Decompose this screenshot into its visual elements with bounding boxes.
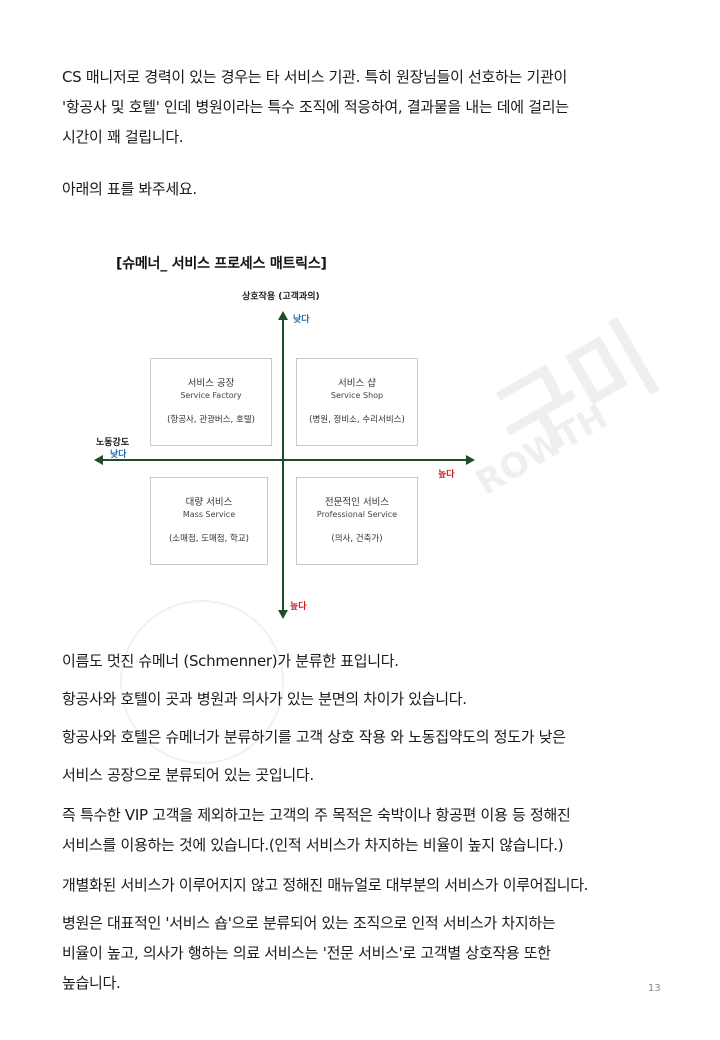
body-paragraph-6: 개별화된 서비스가 이루어지지 않고 정해진 매뉴얼로 대부분의 서비스가 이루…	[62, 876, 589, 894]
body-paragraph-4: 서비스 공장으로 분류되어 있는 곳입니다.	[62, 766, 314, 784]
x-axis-label: 노동강도	[96, 438, 130, 448]
quadrant-professional-service: 전문적인 서비스 Professional Service (의사, 건축가)	[296, 477, 418, 565]
body-paragraph-1: 이름도 멋진 슈메너 (Schmenner)가 분류한 표입니다.	[62, 652, 399, 670]
arrow-down-icon	[278, 610, 288, 619]
intro-line: '항공사 및 호텔' 인데 병원이라는 특수 조직에 적응하여, 결과물을 내는…	[62, 98, 569, 116]
y-axis-label: 상호작용 (고객과의)	[242, 292, 320, 302]
body-line: 병원은 대표적인 '서비스 숍'으로 분류되어 있는 조직으로 인적 서비스가 …	[62, 914, 556, 932]
quadrant-subtitle: Professional Service	[316, 510, 398, 519]
quadrant-title: 서비스 샵	[338, 378, 376, 389]
arrow-up-icon	[278, 311, 288, 320]
quadrant-title: 서비스 공장	[187, 378, 235, 389]
body-paragraph-5: 즉 특수한 VIP 고객을 제외하고는 고객의 주 목적은 숙박이나 항공편 이…	[62, 800, 662, 860]
quadrant-service-factory: 서비스 공장 Service Factory (항공사, 관광버스, 호텔)	[150, 358, 272, 446]
y-low-label: 낮다	[293, 315, 310, 325]
arrow-right-icon	[466, 455, 475, 465]
intro-line: CS 매니저로 경력이 있는 경우는 타 서비스 기관. 특히 원장님들이 선호…	[62, 68, 568, 86]
quadrant-title: 대량 서비스	[185, 497, 233, 508]
body-paragraph-2: 항공사와 호텔이 곳과 병원과 의사가 있는 분면의 차이가 있습니다.	[62, 690, 467, 708]
body-line: 즉 특수한 VIP 고객을 제외하고는 고객의 주 목적은 숙박이나 항공편 이…	[62, 806, 571, 824]
quadrant-examples: (항공사, 관광버스, 호텔)	[167, 415, 255, 425]
see-table-text: 아래의 표를 봐주세요.	[62, 180, 197, 198]
quadrant-subtitle: Mass Service	[182, 510, 236, 519]
page-number: 13	[648, 983, 661, 994]
quadrant-subtitle: Service Shop	[330, 391, 384, 400]
quadrant-examples: (의사, 건축가)	[331, 534, 383, 544]
figure-title: [슈메너_ 서비스 프로세스 매트릭스]	[116, 256, 327, 272]
body-paragraph-7: 병원은 대표적인 '서비스 숍'으로 분류되어 있는 조직으로 인적 서비스가 …	[62, 908, 662, 998]
x-axis-line	[102, 459, 466, 461]
x-high-label: 높다	[438, 470, 455, 480]
intro-line: 시간이 꽤 걸립니다.	[62, 128, 184, 146]
body-line: 서비스를 이용하는 것에 있습니다.(인적 서비스가 차지하는 비율이 높지 않…	[62, 836, 564, 854]
body-paragraph-3: 항공사와 호텔은 슈메너가 분류하기를 고객 상호 작용 와 노동집약도의 정도…	[62, 728, 566, 746]
quadrant-examples: (소매점, 도매점, 학교)	[168, 534, 249, 544]
quadrant-title: 전문적인 서비스	[324, 497, 390, 508]
x-low-label: 낮다	[110, 450, 127, 460]
y-high-label: 높다	[290, 602, 307, 612]
body-line: 비율이 높고, 의사가 행하는 의료 서비스는 '전문 서비스'로 고객별 상호…	[62, 944, 551, 962]
quadrant-subtitle: Service Factory	[180, 391, 242, 400]
intro-paragraph: CS 매니저로 경력이 있는 경우는 타 서비스 기관. 특히 원장님들이 선호…	[62, 62, 662, 152]
service-process-matrix-figure: [슈메너_ 서비스 프로세스 매트릭스] 상호작용 (고객과의) 낮다 높다 노…	[80, 245, 500, 625]
quadrant-mass-service: 대량 서비스 Mass Service (소매점, 도매점, 학교)	[150, 477, 268, 565]
quadrant-service-shop: 서비스 샵 Service Shop (병원, 정비소, 수리서비스)	[296, 358, 418, 446]
body-line: 높습니다.	[62, 974, 121, 992]
arrow-left-icon	[94, 455, 103, 465]
y-axis-line	[282, 317, 284, 612]
quadrant-examples: (병원, 정비소, 수리서비스)	[309, 415, 405, 425]
